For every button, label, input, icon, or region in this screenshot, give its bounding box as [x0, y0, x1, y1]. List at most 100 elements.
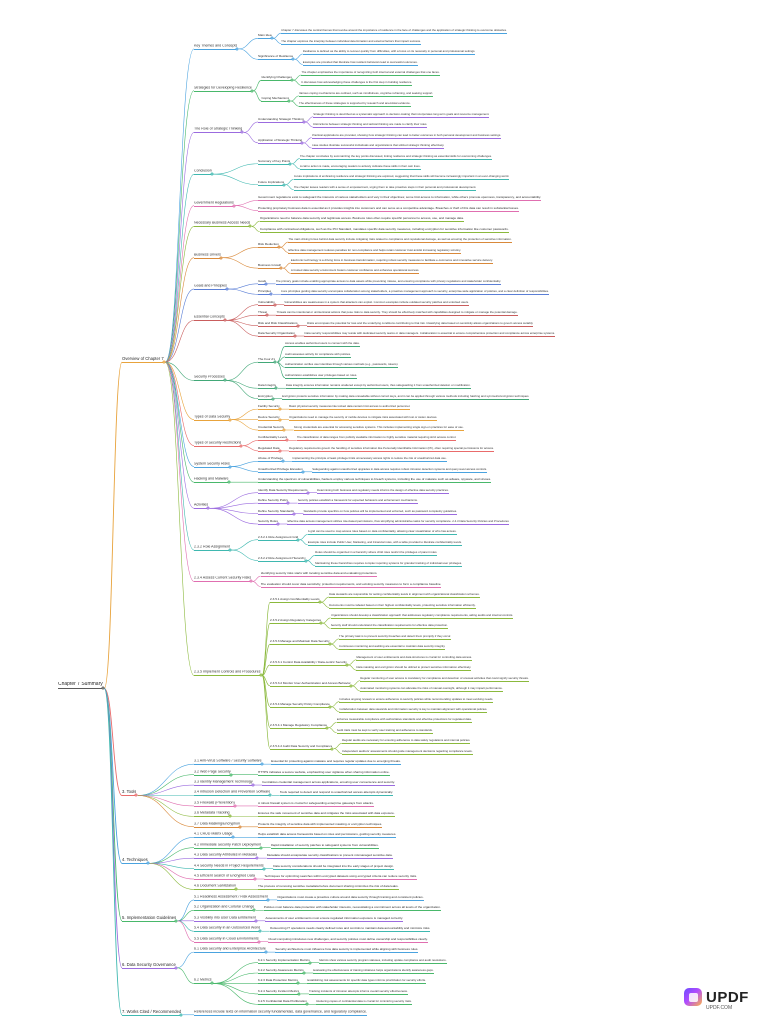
- collapse-toggle-icon[interactable]: [228, 814, 232, 818]
- topic-5-1-readiness-assessment-risk-assessment[interactable]: 5.1 Readiness Assessment / Risk Assessme…: [194, 895, 268, 899]
- collapse-toggle-icon[interactable]: [258, 929, 262, 933]
- collapse-toggle-icon[interactable]: [279, 266, 283, 270]
- collapse-toggle-icon[interactable]: [260, 762, 264, 766]
- collapse-toggle-icon[interactable]: [252, 908, 256, 912]
- topic-2-3-5-implement-controls-and-procedures[interactable]: 2.3.5 Implement Controls and Procedures: [194, 670, 261, 674]
- note-access-enables-authorized-users-to-conne[interactable]: Access enables authorized users to conne…: [284, 342, 360, 346]
- note-safeguarding-against-unauthorized-upgrad[interactable]: Safeguarding against unauthorized upgrad…: [312, 467, 488, 471]
- note-protects-the-integrity-of-sensitive-data[interactable]: Protects the integrity of sensitive data…: [258, 822, 383, 826]
- topic-5-implementation-guidelines[interactable]: 5. Implementation Guidelines: [122, 915, 177, 920]
- note-the-chapter-explores-the-interplay-betwe[interactable]: The chapter explores the interplay betwe…: [281, 39, 421, 43]
- topic-application-of-strategic-thinking[interactable]: Application of Strategic Thinking: [258, 138, 303, 142]
- note-effective-data-access-management-utilize[interactable]: Effective data access management utilize…: [287, 520, 509, 524]
- collapse-toggle-icon[interactable]: [297, 992, 301, 996]
- collapse-toggle-icon[interactable]: [225, 287, 229, 291]
- note-encryption-protects-sensitive-informatio[interactable]: Encryption protects sensitive informatio…: [282, 394, 530, 398]
- collapse-toggle-icon[interactable]: [296, 538, 300, 542]
- note-tools-required-to-detect-and-respond-to-[interactable]: Tools required to detect and respond to …: [279, 791, 394, 795]
- collapse-toggle-icon[interactable]: [302, 120, 306, 124]
- topic-4-6-document-sanitization[interactable]: 4.6 Document Sanitization: [194, 884, 236, 888]
- note-data-security-considerations-should-be-i[interactable]: Data security considerations should be i…: [273, 864, 394, 868]
- collapse-toggle-icon[interactable]: [345, 663, 349, 667]
- note-the-evaluation-should-cover-data-sensiti[interactable]: The evaluation should cover data sensiti…: [260, 582, 442, 586]
- collapse-toggle-icon[interactable]: [277, 245, 281, 249]
- collapse-toggle-icon[interactable]: [210, 172, 214, 176]
- note-techniques-for-optimizing-searches-withi[interactable]: Techniques for optimizing searches withi…: [264, 874, 418, 878]
- topic-facility-security[interactable]: Facility Security: [258, 405, 280, 409]
- note-it-discusses-how-acknowledging-these-cha[interactable]: It discusses how acknowledging these cha…: [301, 81, 413, 85]
- collapse-toggle-icon[interactable]: [253, 877, 257, 881]
- topic-device-security[interactable]: Device Security: [258, 415, 280, 419]
- note-regular-monitoring-of-user-access-is-man[interactable]: Regular monitoring of user access is man…: [360, 676, 529, 680]
- collapse-toggle-icon[interactable]: [233, 804, 237, 808]
- collapse-toggle-icon[interactable]: [290, 78, 294, 82]
- topic-overview-of-chapter-7[interactable]: Overview of Chapter 7: [122, 356, 164, 361]
- note-strong-credentials-are-essential-for-acc[interactable]: Strong credentials are essential for acc…: [293, 426, 464, 430]
- collapse-toggle-icon[interactable]: [264, 950, 268, 954]
- topic-2-3-5-4-manage-security-policy-complianc[interactable]: 2.3.5.4 Manage Security Policy Complianc…: [270, 702, 330, 706]
- collapse-toggle-icon[interactable]: [325, 726, 329, 730]
- collapse-toggle-icon[interactable]: [330, 747, 334, 750]
- note-ensures-the-safe-movement-of-sensitive-d[interactable]: Ensures the safe movement of sensitive d…: [258, 812, 395, 816]
- topic-main-idea[interactable]: Main Idea: [258, 34, 272, 38]
- collapse-toggle-icon[interactable]: [268, 793, 272, 797]
- topic-6-1-data-security-and-enterprise-archite[interactable]: 6.1 Data Security and Enterprise Archite…: [194, 947, 266, 951]
- collapse-toggle-icon[interactable]: [281, 459, 285, 463]
- collapse-toggle-icon[interactable]: [101, 686, 105, 690]
- note-chapter-7-discusses-the-central-themes-t[interactable]: Chapter 7 discusses the central themes t…: [281, 29, 507, 33]
- note-the-chapter-concludes-by-summarizing-the[interactable]: The chapter concludes by summarizing the…: [299, 154, 492, 158]
- collapse-toggle-icon[interactable]: [232, 204, 236, 208]
- collapse-toggle-icon[interactable]: [162, 360, 166, 364]
- collapse-toggle-icon[interactable]: [251, 783, 255, 787]
- topic-2-3-2-role-assignment[interactable]: 2.3.2 Role Assignment: [194, 545, 230, 549]
- collapse-toggle-icon[interactable]: [271, 397, 275, 401]
- topic-unauthorized-privilege-elevation[interactable]: Unauthorized Privilege Elevation: [258, 467, 303, 471]
- collapse-toggle-icon[interactable]: [287, 99, 291, 103]
- collapse-toggle-icon[interactable]: [270, 36, 274, 40]
- collapse-toggle-icon[interactable]: [134, 793, 138, 797]
- collapse-toggle-icon[interactable]: [349, 684, 353, 688]
- note-risks-encompass-the-potential-for-loss-a[interactable]: Risks encompass the potential for loss a…: [307, 321, 534, 325]
- topic-business-drivers[interactable]: Business Drivers: [194, 253, 221, 257]
- topic-risk-reduction[interactable]: Risk Reduction: [258, 243, 279, 247]
- note-organizations-need-to-manage-the-securit[interactable]: Organizations need to manage the securit…: [289, 415, 438, 419]
- collapse-toggle-icon[interactable]: [227, 480, 231, 484]
- note-cloud-computing-introduces-new-challenge[interactable]: Cloud computing introduces new challenge…: [268, 937, 428, 941]
- note-protecting-proprietary-business-data-is-[interactable]: Protecting proprietary business data is …: [258, 206, 519, 210]
- topic-4-1-crud-matrix-usage[interactable]: 4.1 CRUD Matrix Usage: [194, 832, 233, 836]
- topic-4-techniques[interactable]: 4. Techniques: [122, 858, 148, 863]
- note-practical-applications-are-provided-show[interactable]: Practical applications are provided, sho…: [311, 133, 502, 137]
- note-case-studies-illustrate-successful-indiv[interactable]: Case studies illustrate successful indiv…: [311, 144, 445, 148]
- collapse-toggle-icon[interactable]: [288, 162, 292, 166]
- note-the-process-of-removing-sensitive-metada[interactable]: The process of removing sensitive metada…: [258, 885, 399, 889]
- topic-3-tools[interactable]: 3. Tools: [122, 790, 137, 795]
- collapse-toggle-icon[interactable]: [249, 579, 253, 583]
- topic-data-security-organization[interactable]: Data Security Organization: [258, 331, 295, 335]
- collapse-toggle-icon[interactable]: [254, 919, 258, 923]
- note-resilience-is-defined-as-the-ability-to-[interactable]: Resilience is defined as the ability to …: [302, 50, 476, 54]
- note-effective-data-management-reduces-penalt[interactable]: Effective data management reduces penalt…: [288, 248, 462, 252]
- topic-6-2-metrics[interactable]: 6.2 Metrics: [194, 978, 212, 982]
- note-understanding-the-spectrum-of-vulnerabil[interactable]: Understanding the spectrum of vulnerabil…: [258, 478, 492, 482]
- topic-goals-and-principles[interactable]: Goals and Principles: [194, 284, 227, 288]
- note-future-implications-of-embracing-resilie[interactable]: Future implications of embracing resilie…: [293, 175, 510, 179]
- note-distinctions-between-strategic-thinking-[interactable]: Distinctions between strategic thinking …: [313, 123, 428, 127]
- collapse-toggle-icon[interactable]: [301, 470, 305, 474]
- topic-3-4-intrusion-detection-and-prevention-s[interactable]: 3.4 Intrusion Detection and Prevention S…: [194, 790, 271, 794]
- topic-government-regulations[interactable]: Government Regulations: [194, 200, 234, 204]
- topic-business-growth[interactable]: Business Growth: [258, 264, 282, 268]
- note-audit-trails-must-be-kept-to-verify-user[interactable]: Audit trails must be kept to verify user…: [336, 728, 433, 732]
- collapse-toggle-icon[interactable]: [282, 428, 286, 432]
- note-data-masking-and-encryption-should-be-ut[interactable]: Data masking and encryption should be ut…: [356, 666, 472, 670]
- note-vulnerabilities-are-weaknesses-in-a-syst[interactable]: Vulnerabilities are weaknesses in a syst…: [284, 300, 469, 304]
- note-a-call-to-action-is-made-encouraging-rea[interactable]: A call to action is made, encouraging re…: [299, 165, 421, 169]
- note-organizations-must-create-a-proactive-cu[interactable]: Organizations must create a proactive cu…: [277, 895, 424, 899]
- topic-4-2-immediate-security-patch-deployment[interactable]: 4.2 Immediate Security Patch Deployment: [194, 843, 262, 847]
- collapse-toggle-icon[interactable]: [179, 1013, 183, 1017]
- topic-2-3-5-1-assign-confidentiality-levels[interactable]: 2.3.5.1 Assign Confidentiality Levels: [270, 598, 320, 602]
- collapse-toggle-icon[interactable]: [278, 407, 282, 411]
- topic-5-2-organization-and-cultural-change[interactable]: 5.2 Organization and Cultural Change: [194, 905, 255, 909]
- topic-3-5-firewalls-prevention[interactable]: 3.5 Firewalls (Prevention): [194, 801, 235, 805]
- collapse-toggle-icon[interactable]: [278, 418, 281, 422]
- collapse-toggle-icon[interactable]: [259, 846, 263, 850]
